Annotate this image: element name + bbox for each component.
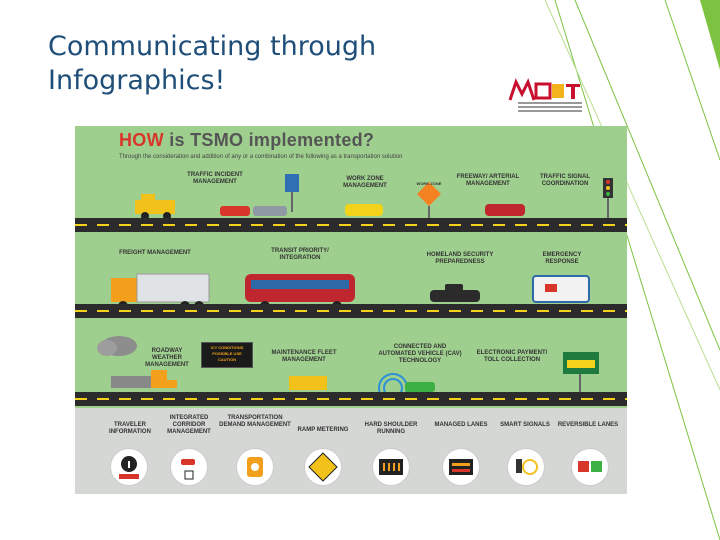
- label-integrated-corridor-management: INTEGRATED CORRIDOR MANAGEMENT: [167, 415, 211, 435]
- label-freight-management: FREIGHT MANAGEMENT: [119, 250, 191, 256]
- road-row-3: [75, 392, 627, 406]
- vms-sign-text: ICY CONDITIONS POSSIBLE USE CAUTION: [210, 345, 244, 362]
- work-zone-sign-text: WORK ZONE: [416, 181, 442, 186]
- heading-how: HOW: [119, 130, 164, 150]
- label-hard-shoulder-running: HARD SHOULDER RUNNING: [364, 422, 418, 435]
- label-traveler-information: TRAVELER INFORMATION: [109, 422, 151, 435]
- label-managed-lanes: MANAGED LANES: [434, 422, 488, 428]
- label-work-zone-management: WORK ZONE MANAGEMENT: [343, 176, 387, 189]
- mdot-logo: [508, 78, 592, 124]
- ramp-metering-icon: [304, 448, 342, 486]
- label-transportation-demand-management: TRANSPORTATION DEMAND MANAGEMENT: [219, 415, 291, 428]
- road-row-1: [75, 218, 627, 232]
- variable-message-sign: ICY CONDITIONS POSSIBLE USE CAUTION: [201, 342, 253, 368]
- label-emergency-response: EMERGENCY RESPONSE: [542, 252, 582, 265]
- road-row-2: [75, 304, 627, 318]
- label-ramp-metering: RAMP METERING: [297, 427, 349, 433]
- infographic-heading: HOW is TSMO implemented?: [119, 130, 374, 151]
- integrated-corridor-icon: [170, 448, 208, 486]
- label-maintenance-fleet-management: MAINTENANCE FLEET MANAGEMENT: [271, 350, 337, 363]
- tsmo-infographic: HOW is TSMO implemented? Through the con…: [75, 126, 627, 494]
- reversible-lanes-icon: [571, 448, 609, 486]
- label-reversible-lanes: REVERSIBLE LANES: [557, 422, 619, 428]
- managed-lanes-icon: [442, 448, 480, 486]
- infographic-header: HOW is TSMO implemented? Through the con…: [75, 126, 627, 170]
- demand-management-icon: [236, 448, 274, 486]
- infographic-subtitle: Through the consideration and addition o…: [119, 154, 403, 160]
- hard-shoulder-running-icon: [372, 448, 410, 486]
- row3-illustrations: [97, 336, 599, 400]
- label-freeway-arterial-management: FREEWAY/ ARTERIAL MANAGEMENT: [456, 174, 520, 187]
- row1-illustrations: [135, 174, 613, 222]
- label-roadway-weather-management: ROADWAY WEATHER MANAGEMENT: [145, 348, 189, 368]
- label-transit-priority-integration: TRANSIT PRIORITY/ INTEGRATION: [271, 248, 329, 261]
- decorative-lines: [545, 0, 720, 540]
- smart-signals-icon: [507, 448, 545, 486]
- label-smart-signals: SMART SIGNALS: [500, 422, 550, 428]
- heading-rest: is TSMO implemented?: [163, 130, 375, 150]
- slide-title: Communicating through Infographics!: [48, 31, 377, 96]
- label-traffic-incident-management: TRAFFIC INCIDENT MANAGEMENT: [187, 172, 243, 185]
- label-electronic-payment-toll: ELECTRONIC PAYMENT/ TOLL COLLECTION: [476, 350, 548, 363]
- traveler-information-icon: [110, 448, 148, 486]
- label-homeland-security-preparedness: HOMELAND SECURITY PREPAREDNESS: [426, 252, 494, 265]
- label-traffic-signal-coordination: TRAFFIC SIGNAL COORDINATION: [540, 174, 590, 187]
- label-connected-automated-vehicle: CONNECTED AND AUTOMATED VEHICLE (CAV) TE…: [378, 344, 462, 364]
